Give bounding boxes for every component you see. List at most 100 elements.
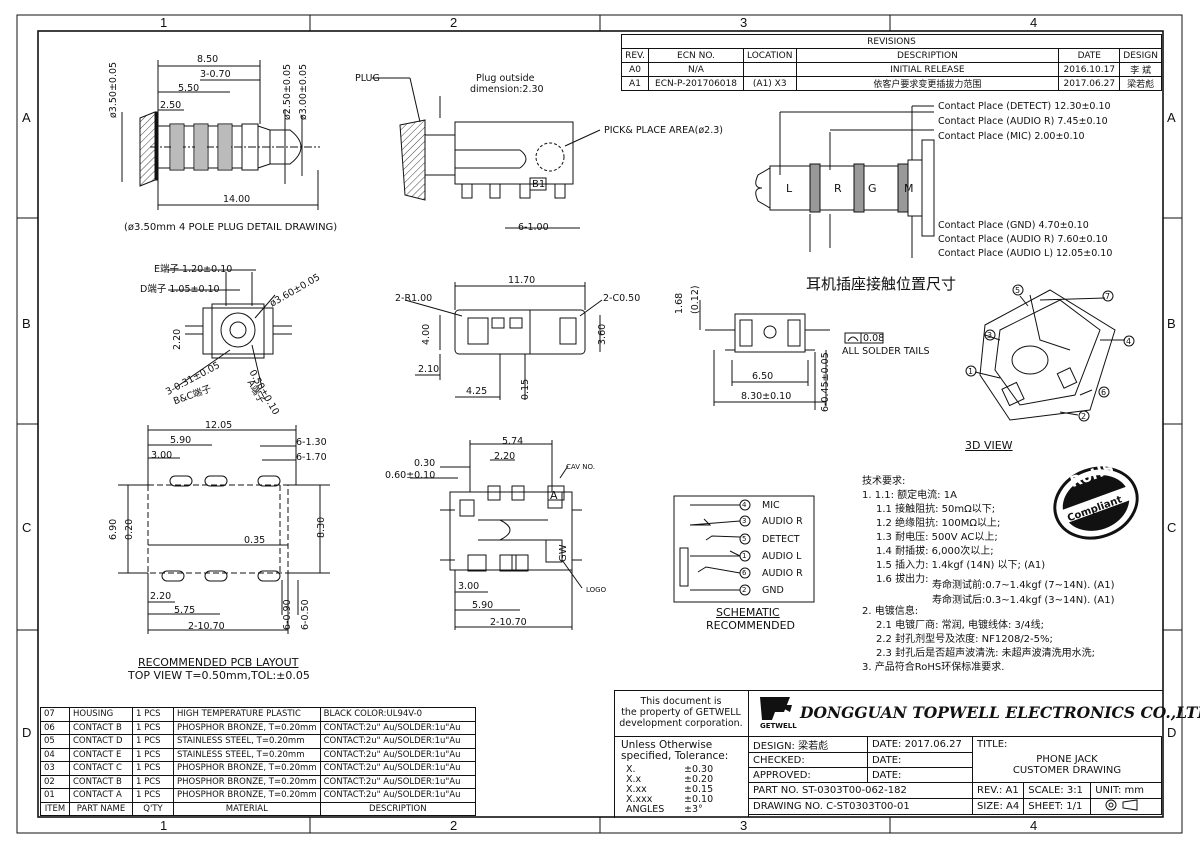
zone-col-3: 3	[740, 15, 748, 30]
revisions-title: REVISIONS	[621, 34, 1162, 49]
rev-header-description: DESCRIPTION	[795, 48, 1060, 63]
end-view-drawing	[699, 300, 884, 410]
rev-cell: 2017.06.27	[1058, 76, 1121, 91]
dim-bottom-1070: 2-10.70	[490, 617, 527, 628]
spec-line: 2. 电镀信息:	[862, 606, 919, 617]
callout-7: 7	[1105, 292, 1111, 301]
plug-letter-r: R	[834, 182, 842, 195]
3d-view-drawing	[965, 284, 1135, 422]
dim-pcb-090: 6-0.90	[282, 599, 293, 630]
bom-header-part-name: PART NAME	[69, 801, 133, 816]
bom-cell: 1 PCS	[132, 747, 174, 762]
bom-cell: CONTACT:2u" Au/SOLDER:1u"Au	[319, 734, 477, 749]
front-view-drawing	[168, 269, 292, 389]
label-logo: LOGO	[586, 586, 607, 594]
bom-cell: CONTACT:2u" Au/SOLDER:1u"Au	[319, 747, 477, 762]
design-label: DESIGN:	[753, 741, 795, 752]
label-plug: PLUG	[355, 73, 380, 84]
third-angle-projection-icon	[1105, 799, 1138, 811]
zone-col-2: 2	[450, 15, 458, 30]
rev-cell	[743, 62, 797, 77]
contact-place-audio-l: Contact Place (AUDIO L) 12.05±0.10	[938, 248, 1113, 259]
dim-bottom-300: 3.00	[458, 581, 480, 592]
dim-side-100: 6-1.00	[518, 222, 549, 233]
bom-cell: HIGH TEMPERATURE PLASTIC	[173, 707, 321, 722]
bom-cell: PHOSPHOR BRONZE, T=0.20mm	[173, 788, 321, 803]
bom-cell: 06	[40, 720, 70, 735]
schematic-pin-label: AUDIO R	[762, 516, 803, 527]
dim-e-terminal: E端子 1.20±0.10	[154, 264, 233, 275]
dim-plug-dia-350: ø3.50±0.05	[108, 61, 119, 118]
bom-cell: CONTACT B	[69, 720, 133, 735]
dim-top-c050: 2-C0.50	[603, 293, 641, 304]
title-block	[614, 690, 1163, 818]
dim-plug-070: 3-0.70	[200, 69, 231, 80]
schematic-pin-label: AUDIO L	[762, 551, 802, 562]
dim-plug-dia-300: ø3.00±0.05	[298, 63, 309, 120]
rev-header-design: DESIGN	[1119, 48, 1162, 63]
drawing-number: DRAWING NO. C-ST0303T00-01	[748, 798, 973, 815]
dim-bottom-030: 0.30	[414, 458, 436, 469]
dim-end-168: 1.68	[674, 292, 685, 314]
bom-header-qty: Q'TY	[132, 801, 174, 816]
rev-cell: 梁若彪	[1119, 76, 1162, 91]
bom-cell: BLACK COLOR:UL94V-0	[319, 707, 477, 722]
spec-line: 1. 1.1: 额定电流: 1A	[862, 490, 957, 501]
bom-cell: 1 PCS	[132, 707, 174, 722]
schematic-pin-label: AUDIO R	[762, 568, 803, 579]
rev-cell: N/A	[648, 62, 744, 77]
spec-line: 2.3 封孔后是否超声波清洗: 未超声波清洗用水洗;	[876, 648, 1095, 659]
unit-value: UNIT: mm	[1090, 782, 1162, 799]
spec-line: 1.2 绝缘阻抗: 100MΩ以上;	[876, 518, 1001, 529]
dim-bottom-220: 2.20	[494, 451, 516, 462]
zone-row-b-right: B	[1167, 316, 1176, 331]
property-line: This document is	[640, 696, 722, 707]
rev-cell: 2016.10.17	[1058, 62, 1121, 77]
bom-cell: 02	[40, 774, 70, 789]
tol-val: ±0.30	[684, 764, 714, 775]
zone-col-1-bottom: 1	[160, 818, 168, 833]
tolerance-head: Unless Otherwise	[621, 739, 713, 751]
plug-letter-l: L	[786, 182, 793, 195]
rev-header-location: LOCATION	[743, 48, 797, 63]
rev-cell: A0	[621, 62, 649, 77]
zone-row-a: A	[22, 110, 31, 125]
dim-end-650: 6.50	[752, 371, 774, 382]
zone-col-4: 4	[1030, 15, 1038, 30]
design-value: 梁若彪	[798, 741, 829, 752]
spec-line: 1.6 拔出力:	[876, 574, 929, 585]
zone-col-2-bottom: 2	[450, 818, 458, 833]
rev-cell: A1	[621, 76, 649, 91]
label-cav-no: CAV NO.	[566, 463, 595, 471]
date-label: DATE:	[867, 767, 973, 783]
callout-1: 1	[968, 367, 974, 376]
schematic-pin-num: 4	[742, 501, 747, 509]
rev-header-ecn: ECN NO.	[648, 48, 744, 63]
dim-pcb-050: 6-0.50	[300, 599, 311, 630]
pcb-title: RECOMMENDED PCB LAYOUT	[138, 656, 299, 669]
contact-place-heading: 耳机插座接触位置尺寸	[806, 275, 957, 293]
spec-line: 2.1 电镀厂商: 常润, 电镀线体: 3/4线;	[876, 620, 1044, 631]
rev-cell: INITIAL RELEASE	[795, 62, 1060, 77]
spec-line: 1.4 耐插拔: 6,000次以上;	[876, 546, 994, 557]
label-all-solder-tails: ALL SOLDER TAILS	[842, 346, 930, 357]
schematic-title: SCHEMATIC	[716, 606, 780, 619]
schematic-pin-num: 6	[742, 569, 747, 577]
dim-top-1170: 11.70	[508, 275, 536, 286]
label-3d-view: 3D VIEW	[965, 439, 1013, 452]
bom-cell: PHOSPHOR BRONZE, T=0.20mm	[173, 761, 321, 776]
table-row: A1 ECN-P-201706018 (A1) X3 依客户要求变更插拔力范围 …	[621, 76, 1162, 91]
rev-cell: 依客户要求变更插拔力范围	[795, 76, 1060, 91]
label-b1: B1	[532, 179, 546, 190]
dim-pcb-170: 6-1.70	[296, 452, 327, 463]
bom-cell: CONTACT D	[69, 734, 133, 749]
bom-cell: CONTACT E	[69, 747, 133, 762]
zone-row-d: D	[22, 725, 32, 740]
contact-place-audio-r-top: Contact Place (AUDIO R) 7.45±0.10	[938, 116, 1108, 127]
bom-cell: CONTACT:2u" Au/SOLDER:1u"Au	[319, 788, 477, 803]
tol-key: X.xx	[626, 784, 647, 795]
bom-cell: 1 PCS	[132, 761, 174, 776]
